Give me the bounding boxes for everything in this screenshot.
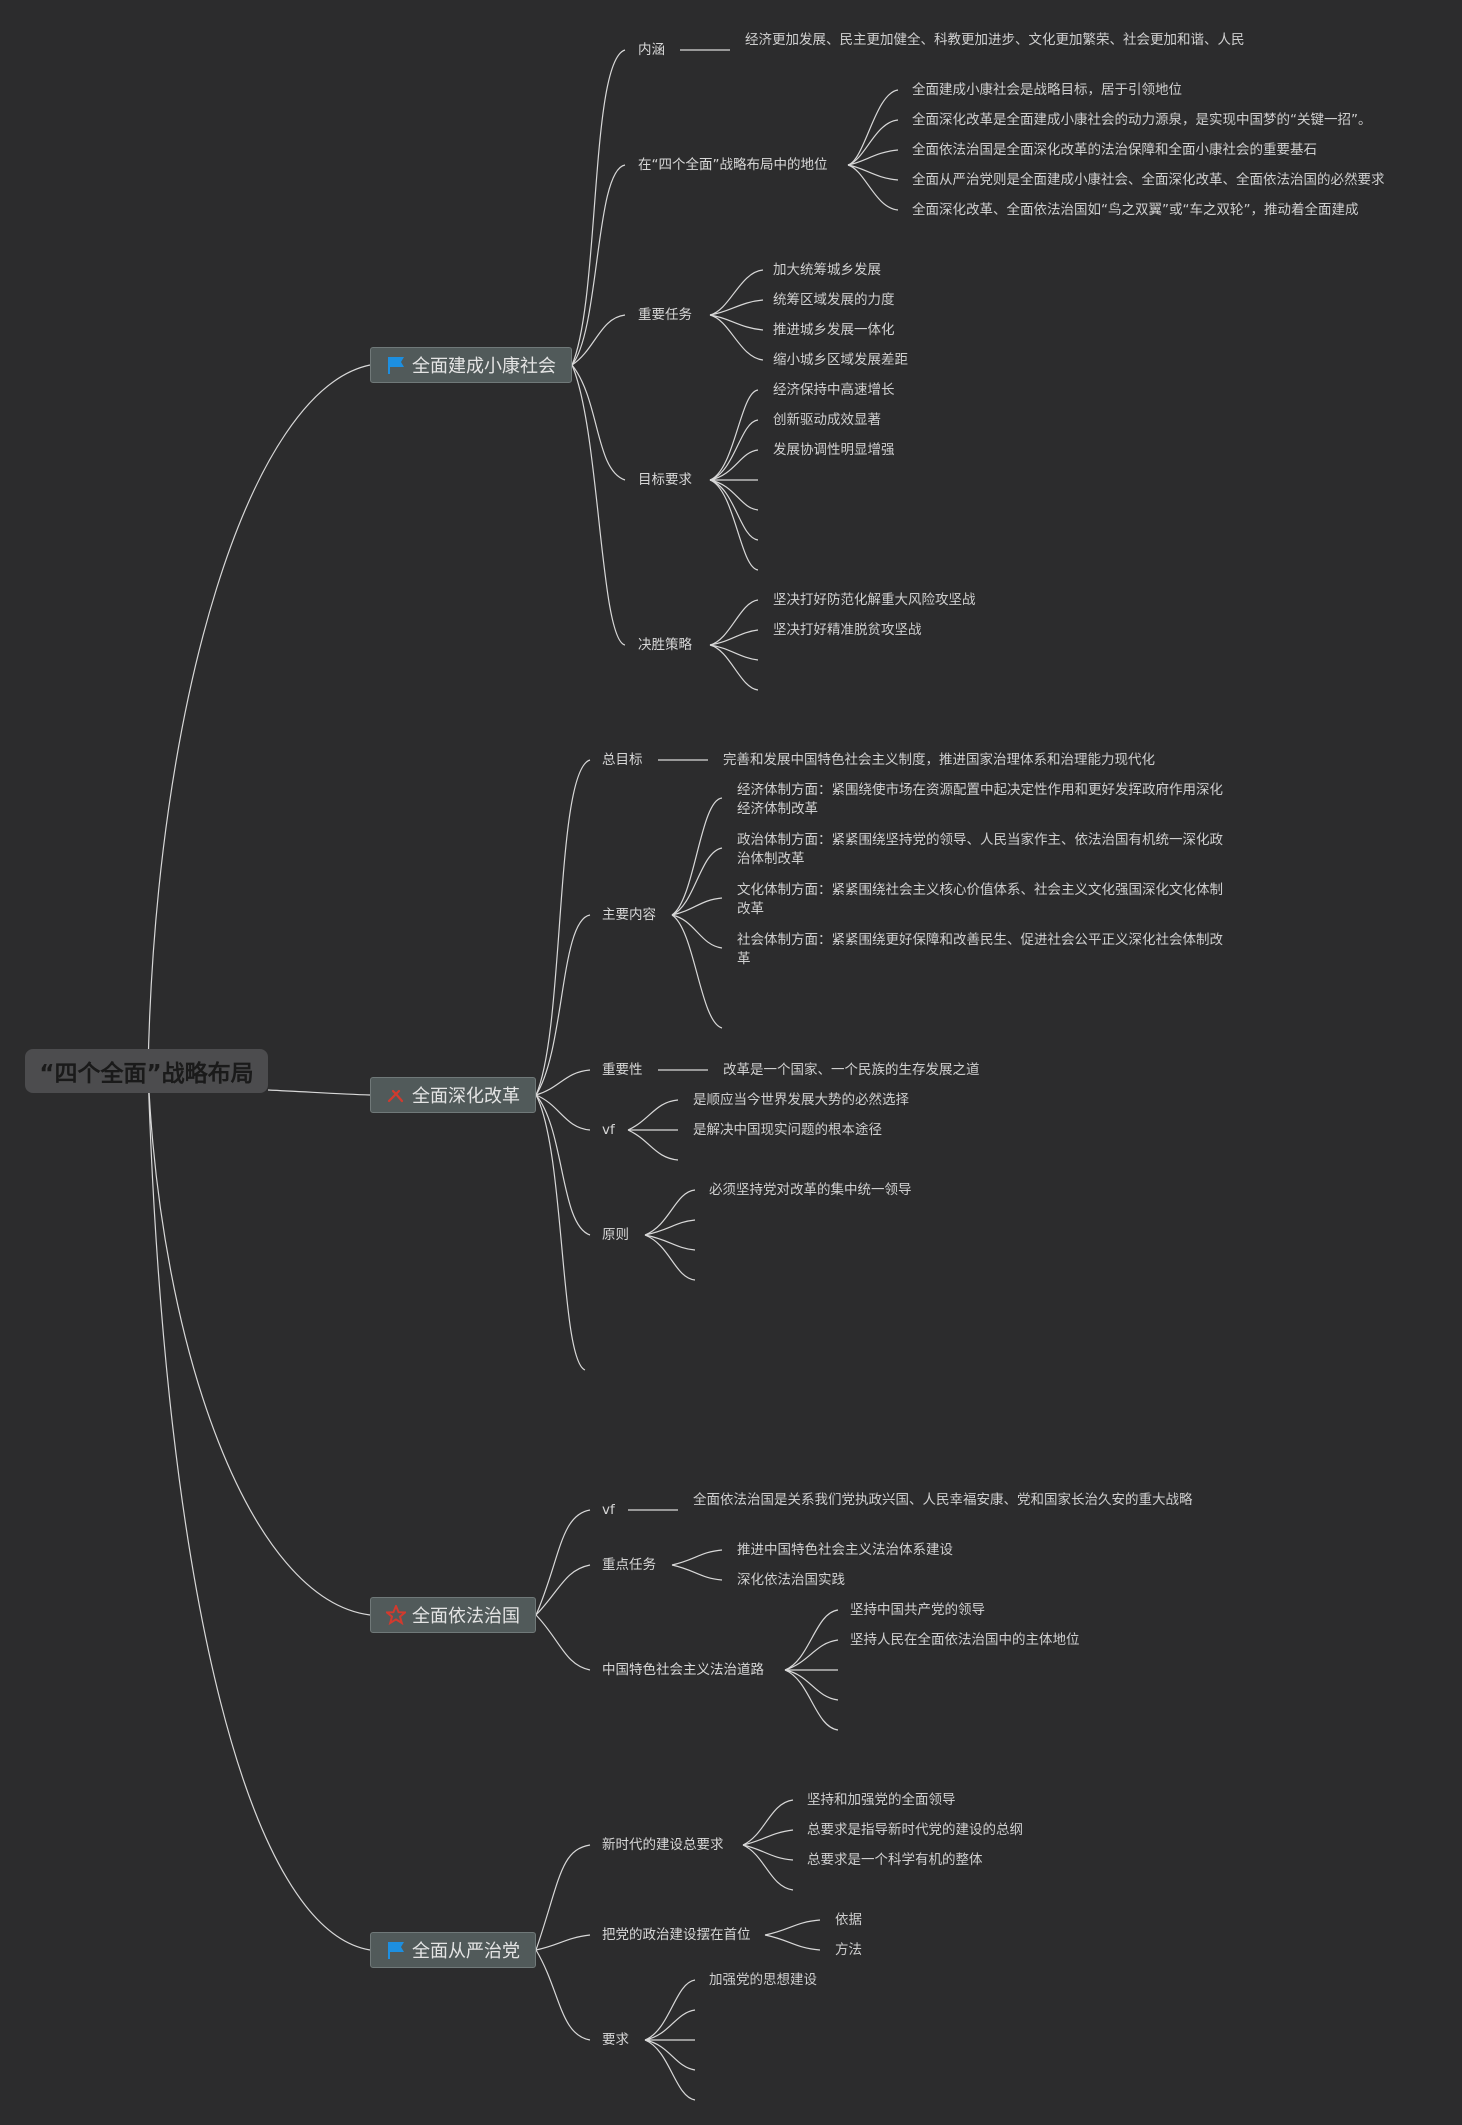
subtopic-requirements[interactable]: 要求: [602, 2032, 629, 2048]
subtopic-goals[interactable]: 目标要求: [638, 472, 692, 488]
leaf-vf-2[interactable]: 是解决中国现实问题的根本途径: [693, 1122, 882, 1138]
leaf-strategy-1[interactable]: 坚决打好防范化解重大风险攻坚战: [773, 592, 976, 608]
leaf-method[interactable]: 方法: [835, 1942, 862, 1958]
leaf-task-2[interactable]: 统筹区域发展的力度: [773, 292, 895, 308]
leaf-law-road-1[interactable]: 坚持中国共产党的领导: [850, 1602, 985, 1618]
red-hammer-icon: [386, 1085, 406, 1105]
leaf-law-road-2[interactable]: 坚持人民在全面依法治国中的主体地位: [850, 1632, 1080, 1648]
subtopic-vf[interactable]: vf: [602, 1122, 615, 1138]
leaf-status-3[interactable]: 全面依法治国是全面深化改革的法治保障和全面小康社会的重要基石: [912, 142, 1317, 158]
leaf-importance[interactable]: 改革是一个国家、一个民族的生存发展之道: [723, 1062, 980, 1078]
subtopic-status[interactable]: 在“四个全面”战略布局中的地位: [638, 157, 828, 173]
leaf-principle-1[interactable]: 必须坚持党对改革的集中统一领导: [709, 1182, 912, 1198]
branch-deepen-reform[interactable]: 全面深化改革: [370, 1077, 536, 1113]
subtopic-main-content[interactable]: 主要内容: [602, 907, 656, 923]
branch-label: 全面从严治党: [412, 1941, 520, 1962]
subtopic-overall-goal[interactable]: 总目标: [602, 752, 643, 768]
leaf-cultural[interactable]: 文化体制方面：紧紧围绕社会主义核心价值体系、社会主义文化强国深化文化体制改革: [737, 882, 1223, 917]
branch-comprehensive-xiaokang[interactable]: 全面建成小康社会: [370, 347, 572, 383]
leaf-social[interactable]: 社会体制方面：紧紧围绕更好保障和改善民生、促进社会公平正义深化社会体制改革: [737, 932, 1223, 967]
leaf-law-task-1[interactable]: 推进中国特色社会主义法治体系建设: [737, 1542, 953, 1558]
subtopic-principles[interactable]: 原则: [602, 1227, 629, 1243]
leaf-status-1[interactable]: 全面建成小康社会是战略目标，居于引领地位: [912, 82, 1182, 98]
leaf-strategy-2[interactable]: 坚决打好精准脱贫攻坚战: [773, 622, 922, 638]
subtopic-law-road[interactable]: 中国特色社会主义法治道路: [602, 1662, 764, 1678]
leaf-status-2[interactable]: 全面深化改革是全面建成小康社会的动力源泉，是实现中国梦的“关键一招”。: [912, 112, 1372, 128]
leaf-basis[interactable]: 依据: [835, 1912, 862, 1928]
leaf-task-4[interactable]: 缩小城乡区域发展差距: [773, 352, 908, 368]
leaf-status-5[interactable]: 全面深化改革、全面依法治国如“鸟之双翼”或“车之双轮”，推动着全面建成: [912, 202, 1359, 218]
leaf-new-era-1[interactable]: 坚持和加强党的全面领导: [807, 1792, 956, 1808]
leaf-task-1[interactable]: 加大统筹城乡发展: [773, 262, 881, 278]
leaf-new-era-2[interactable]: 总要求是指导新时代党的建设的总纲: [807, 1822, 1023, 1838]
leaf-overall-goal[interactable]: 完善和发展中国特色社会主义制度，推进国家治理体系和治理能力现代化: [723, 752, 1155, 768]
subtopic-political-building[interactable]: 把党的政治建设摆在首位: [602, 1927, 751, 1943]
branch-label: 全面依法治国: [412, 1606, 520, 1627]
root-topic-label: “四个全面”战略布局: [39, 1061, 254, 1087]
leaf-new-era-3[interactable]: 总要求是一个科学有机的整体: [807, 1852, 983, 1868]
subtopic-key-tasks[interactable]: 重要任务: [638, 307, 692, 323]
branch-label: 全面深化改革: [412, 1086, 520, 1107]
red-star-icon: [384, 1603, 408, 1626]
branch-rule-of-law[interactable]: 全面依法治国: [370, 1597, 536, 1633]
leaf-economic[interactable]: 经济体制方面：紧围绕使市场在资源配置中起决定性作用和更好发挥政府作用深化经济体制…: [737, 782, 1223, 817]
leaf-goal-2[interactable]: 创新驱动成效显著: [773, 412, 881, 428]
subtopic-importance[interactable]: 重要性: [602, 1062, 643, 1078]
leaf-requirement-1[interactable]: 加强党的思想建设: [709, 1972, 817, 1988]
leaf-law-task-2[interactable]: 深化依法治国实践: [737, 1572, 845, 1588]
subtopic-vf-law[interactable]: vf: [602, 1502, 615, 1518]
leaf-goal-1[interactable]: 经济保持中高速增长: [773, 382, 895, 398]
leaf-connotation[interactable]: 经济更加发展、民主更加健全、科教更加进步、文化更加繁荣、社会更加和谐、人民: [745, 32, 1245, 48]
leaf-political[interactable]: 政治体制方面：紧紧围绕坚持党的领导、人民当家作主、依法治国有机统一深化政治体制改…: [737, 832, 1223, 867]
branch-strict-party[interactable]: 全面从严治党: [370, 1932, 536, 1968]
blue-flag-icon: [386, 1940, 406, 1960]
subtopic-strategy[interactable]: 决胜策略: [638, 637, 692, 653]
root-topic[interactable]: “四个全面”战略布局: [25, 1049, 268, 1093]
leaf-law-significance[interactable]: 全面依法治国是关系我们党执政兴国、人民幸福安康、党和国家长治久安的重大战略: [693, 1492, 1193, 1508]
branch-label: 全面建成小康社会: [412, 356, 556, 377]
subtopic-key-tasks-law[interactable]: 重点任务: [602, 1557, 656, 1573]
leaf-status-4[interactable]: 全面从严治党则是全面建成小康社会、全面深化改革、全面依法治国的必然要求: [912, 172, 1385, 188]
blue-flag-icon: [386, 355, 406, 375]
subtopic-connotation[interactable]: 内涵: [638, 42, 665, 58]
leaf-vf-1[interactable]: 是顺应当今世界发展大势的必然选择: [693, 1092, 909, 1108]
subtopic-new-era[interactable]: 新时代的建设总要求: [602, 1837, 724, 1853]
leaf-task-3[interactable]: 推进城乡发展一体化: [773, 322, 895, 338]
leaf-goal-3[interactable]: 发展协调性明显增强: [773, 442, 895, 458]
